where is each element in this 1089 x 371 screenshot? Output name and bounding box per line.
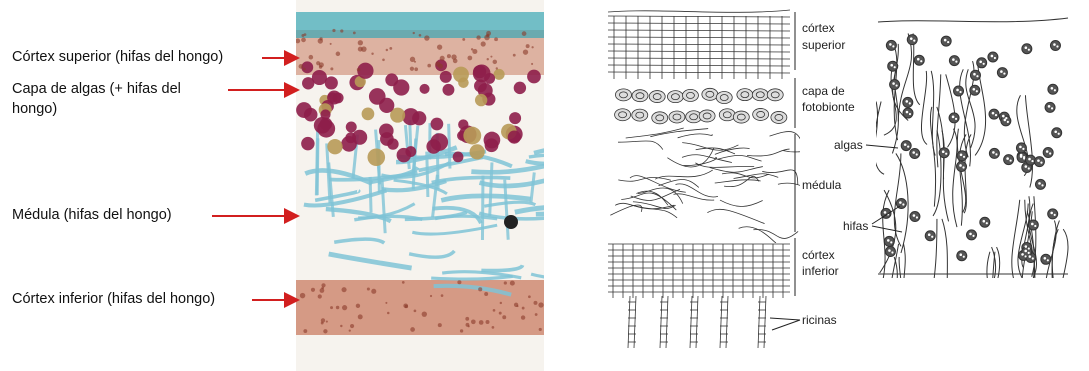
label-medula: médula	[802, 178, 841, 192]
label-hifas: hifas	[843, 219, 868, 233]
thallus-section-drawing	[600, 6, 800, 356]
label-medulla: Médula (hifas del hongo)	[12, 206, 172, 225]
lichen-micrograph	[296, 0, 544, 371]
micrograph-panel	[296, 0, 544, 371]
label-lower-cortex: Córtex inferior (hifas del hongo)	[12, 290, 215, 309]
section-drawing-panel	[600, 6, 800, 356]
label-cortex-superior-l2: superior	[802, 38, 845, 52]
label-algae-layer-line2: hongo)	[12, 100, 57, 119]
label-algae-layer-line1: Capa de algas (+ hifas del	[12, 80, 181, 99]
label-cortex-inferior-l1: córtex	[802, 248, 835, 262]
label-cortex-superior-l1: córtex	[802, 21, 835, 35]
label-cortex-inferior-l2: inferior	[802, 264, 839, 278]
label-photobiont-l2: fotobionte	[802, 100, 855, 114]
label-ricinas: ricinas	[802, 313, 837, 327]
algae-hyphae-detail-drawing	[876, 16, 1070, 278]
label-photobiont-l1: capa de	[802, 84, 845, 98]
detail-drawing-panel	[876, 16, 1070, 278]
label-algas: algas	[834, 138, 863, 152]
label-upper-cortex: Córtex superior (hifas del hongo)	[12, 48, 223, 67]
